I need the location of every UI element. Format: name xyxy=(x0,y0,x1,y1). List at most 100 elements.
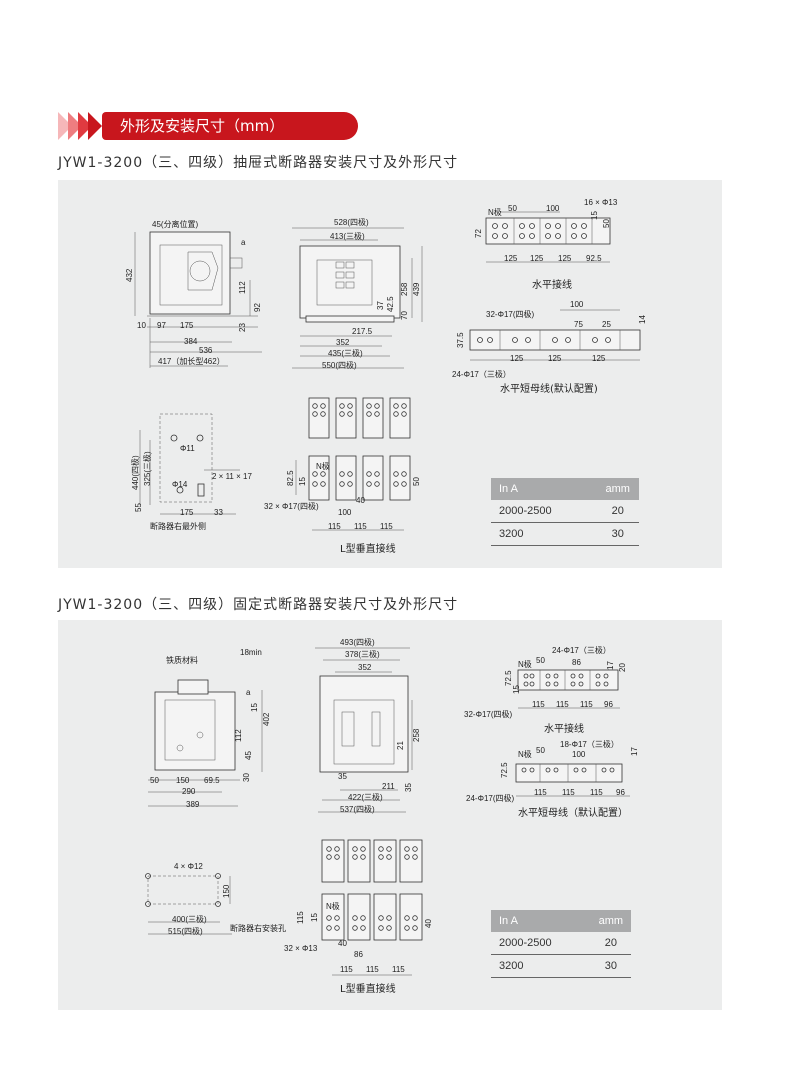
dim-label: 115 xyxy=(532,700,545,709)
dim-label: 24-Φ17（三极） xyxy=(552,646,611,655)
dim-label: 50 xyxy=(536,746,545,755)
dim-label: 断路器右安装孔 xyxy=(230,924,286,933)
dim-label: 125 xyxy=(510,354,524,363)
dim-label: 18-Φ17（三极） xyxy=(560,740,619,749)
caption: 水平接线 xyxy=(544,724,584,735)
dim-label: Φ11 xyxy=(180,444,195,453)
dim-label: Φ14 xyxy=(172,480,188,489)
dim-label: 211 xyxy=(382,782,395,791)
dim-label: N极 xyxy=(518,660,532,669)
caption: 水平短母线(默认配置) xyxy=(500,384,598,395)
banner-title: 外形及安装尺寸（mm） xyxy=(102,112,358,140)
dim-label: 150 xyxy=(176,776,190,785)
table-header-row: In A amm xyxy=(491,910,631,932)
dim-label: 417（加长型462） xyxy=(158,357,225,366)
dim-label: 86 xyxy=(572,658,581,667)
chevron-icon xyxy=(88,112,102,140)
section1-title: JYW1-3200（三、四级）抽屉式断路器安装尺寸及外形尺寸 xyxy=(58,155,459,171)
dim-label: 32 × Φ13 xyxy=(284,944,318,953)
dim-label: 4 × Φ12 xyxy=(174,862,203,871)
dim-label: 96 xyxy=(616,788,625,797)
dim-label: 32-Φ17(四极) xyxy=(464,710,513,719)
dim-label: 115 xyxy=(366,965,379,974)
dim-label: 493(四极) xyxy=(340,638,375,647)
dim-label: 32 × Φ17(四极) xyxy=(264,502,319,511)
dim-label: 100 xyxy=(572,750,586,759)
dim-label: 10 xyxy=(137,321,146,330)
dim-label: 40 xyxy=(338,939,347,948)
dim-label: 125 xyxy=(530,254,544,263)
dim-label: 115 xyxy=(380,522,393,531)
dim-label: 290 xyxy=(182,787,196,796)
dim-label: 33 xyxy=(214,508,223,517)
section2-title: JYW1-3200（三、四级）固定式断路器安装尺寸及外形尺寸 xyxy=(58,597,459,613)
dim-label: 125 xyxy=(548,354,562,363)
dim-label: 537(四极) xyxy=(340,805,375,814)
dim-label: 16 × Φ13 xyxy=(584,198,618,207)
caption: L型垂直接线 xyxy=(340,544,396,555)
dim-label: 100 xyxy=(546,204,560,213)
s2-spec-table: In A amm 2000-2500 20 3200 30 xyxy=(491,910,631,978)
table-header: amm xyxy=(596,478,639,500)
s1-spec-table: In A amm 2000-2500 20 3200 30 xyxy=(491,478,639,546)
dim-label: 100 xyxy=(338,508,352,517)
caption: 水平接线 xyxy=(532,280,572,291)
dim-label: 115 xyxy=(354,522,367,531)
table-cell: 30 xyxy=(590,954,631,978)
dim-label: 32-Φ17(四极) xyxy=(486,310,535,319)
dim-label: 50 xyxy=(508,204,517,213)
caption: 水平短母线（默认配置） xyxy=(518,808,628,819)
dim-label: 125 xyxy=(504,254,518,263)
dim-label: 50 xyxy=(150,776,159,785)
dim-label: 389 xyxy=(186,800,200,809)
dim-label: 115 xyxy=(392,965,405,974)
dim-label: a xyxy=(246,688,251,697)
table-row: 3200 30 xyxy=(491,954,631,978)
table-cell: 3200 xyxy=(491,954,591,978)
dim-label: N极 xyxy=(326,902,340,911)
dim-label: 528(四极) xyxy=(334,218,369,227)
dim-label: 92.5 xyxy=(586,254,602,263)
dim-label: 35 xyxy=(338,772,347,781)
table-header-row: In A amm xyxy=(491,478,639,500)
table-cell: 30 xyxy=(596,522,639,546)
dim-label: 40 xyxy=(356,496,365,505)
dim-label: 413(三极) xyxy=(330,232,365,241)
dim-label: 536 xyxy=(199,346,213,355)
dim-label: 175 xyxy=(180,508,194,517)
dim-label: 24-Φ17（三极） xyxy=(452,370,511,379)
dim-label: 217.5 xyxy=(352,327,373,336)
dim-label: 97 xyxy=(157,321,166,330)
table-row: 2000-2500 20 xyxy=(491,932,631,955)
dim-label: 422(三极) xyxy=(348,793,383,802)
dim-label: 115 xyxy=(556,700,569,709)
table-header: amm xyxy=(590,910,631,932)
dim-label: 125 xyxy=(558,254,572,263)
table-cell: 2000-2500 xyxy=(491,500,597,523)
dim-label: a xyxy=(241,238,246,247)
table-cell: 3200 xyxy=(491,522,597,546)
dim-label: 515(四极) xyxy=(168,927,203,936)
table-row: 2000-2500 20 xyxy=(491,500,639,523)
dim-label: 86 xyxy=(354,950,363,959)
dim-label: 115 xyxy=(534,788,547,797)
dim-label: 400(三极) xyxy=(172,915,207,924)
dim-label: 352 xyxy=(358,663,372,672)
dim-label: 45(分离位置) xyxy=(152,220,199,229)
dim-label: 15 xyxy=(310,913,319,922)
dim-label: 2 × 11 × 17 xyxy=(212,472,252,481)
dim-label: N极 xyxy=(488,208,502,217)
dim-label: 75 xyxy=(574,320,583,329)
dim-label: 378(三极) xyxy=(345,650,380,659)
dim-label: 断路器右最外侧 xyxy=(150,522,206,531)
